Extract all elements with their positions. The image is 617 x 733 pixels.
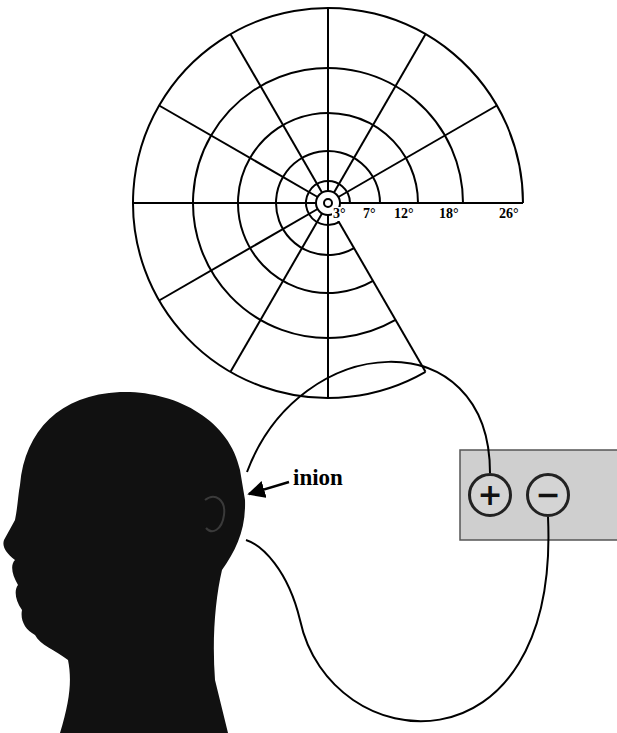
head-silhouette bbox=[3, 392, 245, 733]
sector-spoke bbox=[327, 8, 329, 191]
sector-spoke bbox=[159, 106, 317, 198]
sector-spoke bbox=[159, 209, 317, 301]
ear-outline bbox=[205, 497, 224, 531]
sector-spoke bbox=[327, 215, 329, 398]
eccentricity-label: 26° bbox=[498, 207, 520, 221]
polarity-sign: − bbox=[535, 480, 560, 510]
visual-field-grid bbox=[133, 8, 523, 398]
polarity-sign: + bbox=[477, 480, 502, 510]
pointer-arrow bbox=[249, 482, 289, 494]
eccentricity-label: 3° bbox=[332, 207, 347, 221]
terminal-circle: + bbox=[468, 473, 512, 517]
sector-spoke bbox=[231, 34, 323, 192]
sector-spoke bbox=[231, 213, 323, 371]
stimulator-box bbox=[460, 450, 617, 540]
electrode-wire bbox=[246, 517, 548, 721]
eccentricity-ring bbox=[133, 8, 523, 398]
eccentricity-label: 12° bbox=[393, 207, 415, 221]
sector-spoke bbox=[334, 34, 426, 192]
sector-spoke bbox=[340, 202, 523, 204]
fixation-circle bbox=[324, 199, 332, 207]
landmark-label: inion bbox=[293, 466, 343, 489]
eccentricity-label: 18° bbox=[438, 207, 460, 221]
sector-spoke bbox=[334, 213, 426, 371]
sector-spoke bbox=[338, 106, 496, 198]
terminal-circle: − bbox=[526, 473, 570, 517]
electrode-wire bbox=[247, 362, 490, 473]
sector-spoke bbox=[133, 202, 316, 204]
eccentricity-label: 7° bbox=[362, 207, 377, 221]
